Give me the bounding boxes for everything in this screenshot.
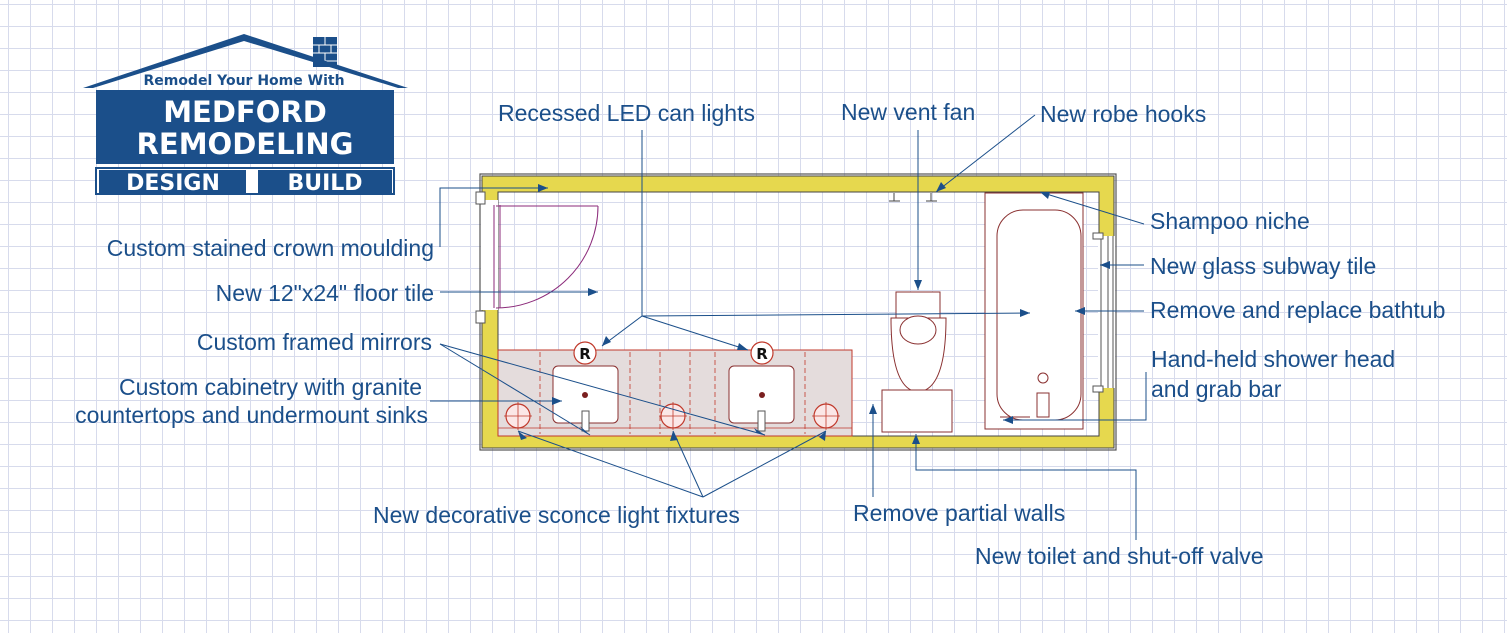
label-vent-fan: New vent fan: [841, 99, 976, 125]
label-bathtub: Remove and replace bathtub: [1150, 297, 1446, 323]
label-glass-tile: New glass subway tile: [1150, 253, 1377, 279]
logo-build-block: [258, 170, 392, 193]
logo-main-block: [96, 90, 394, 164]
label-floor-tile: New 12"x24" floor tile: [215, 280, 434, 306]
label-robe-hooks: New robe hooks: [1040, 101, 1207, 127]
label-shower-line2: and grab bar: [1151, 376, 1282, 402]
company-logo: Remodel Your Home With MEDFORD REMODELIN…: [83, 34, 408, 196]
label-mirrors: Custom framed mirrors: [196, 329, 432, 355]
label-shampoo-niche: Shampoo niche: [1150, 208, 1310, 234]
label-cabinetry-line2: countertops and undermount sinks: [75, 402, 428, 428]
recessed-light-2: [750, 341, 774, 365]
sink-right: [728, 365, 795, 432]
logo-design-block: [99, 170, 246, 193]
leader-lines: [430, 114, 1147, 540]
logo-tagline: Remodel Your Home With: [143, 73, 344, 89]
sink-left: [552, 365, 619, 432]
toilet: [881, 291, 953, 433]
label-sconces: New decorative sconce light fixtures: [373, 502, 740, 528]
label-toilet: New toilet and shut-off valve: [975, 543, 1264, 569]
label-led-lights: Recessed LED can lights: [498, 100, 755, 126]
label-crown-moulding: Custom stained crown moulding: [106, 235, 434, 261]
recessed-light-1: [573, 341, 597, 365]
door: [493, 205, 599, 309]
logo-build: BUILD: [287, 171, 362, 196]
logo-design: DESIGN: [126, 171, 220, 196]
label-partial-walls: Remove partial walls: [853, 500, 1066, 526]
label-cabinetry-line1: Custom cabinetry with granite: [119, 374, 422, 400]
logo-line2: REMODELING: [137, 127, 354, 161]
recessed-marker: R: [756, 345, 768, 363]
leader-arrowheads: [518, 182, 1110, 444]
label-shower-line1: Hand-held shower head: [1151, 346, 1396, 372]
logo-line1: MEDFORD: [163, 95, 327, 129]
recessed-marker: R: [579, 345, 591, 363]
bathtub: [984, 192, 1084, 430]
robe-hooks: [889, 193, 937, 202]
